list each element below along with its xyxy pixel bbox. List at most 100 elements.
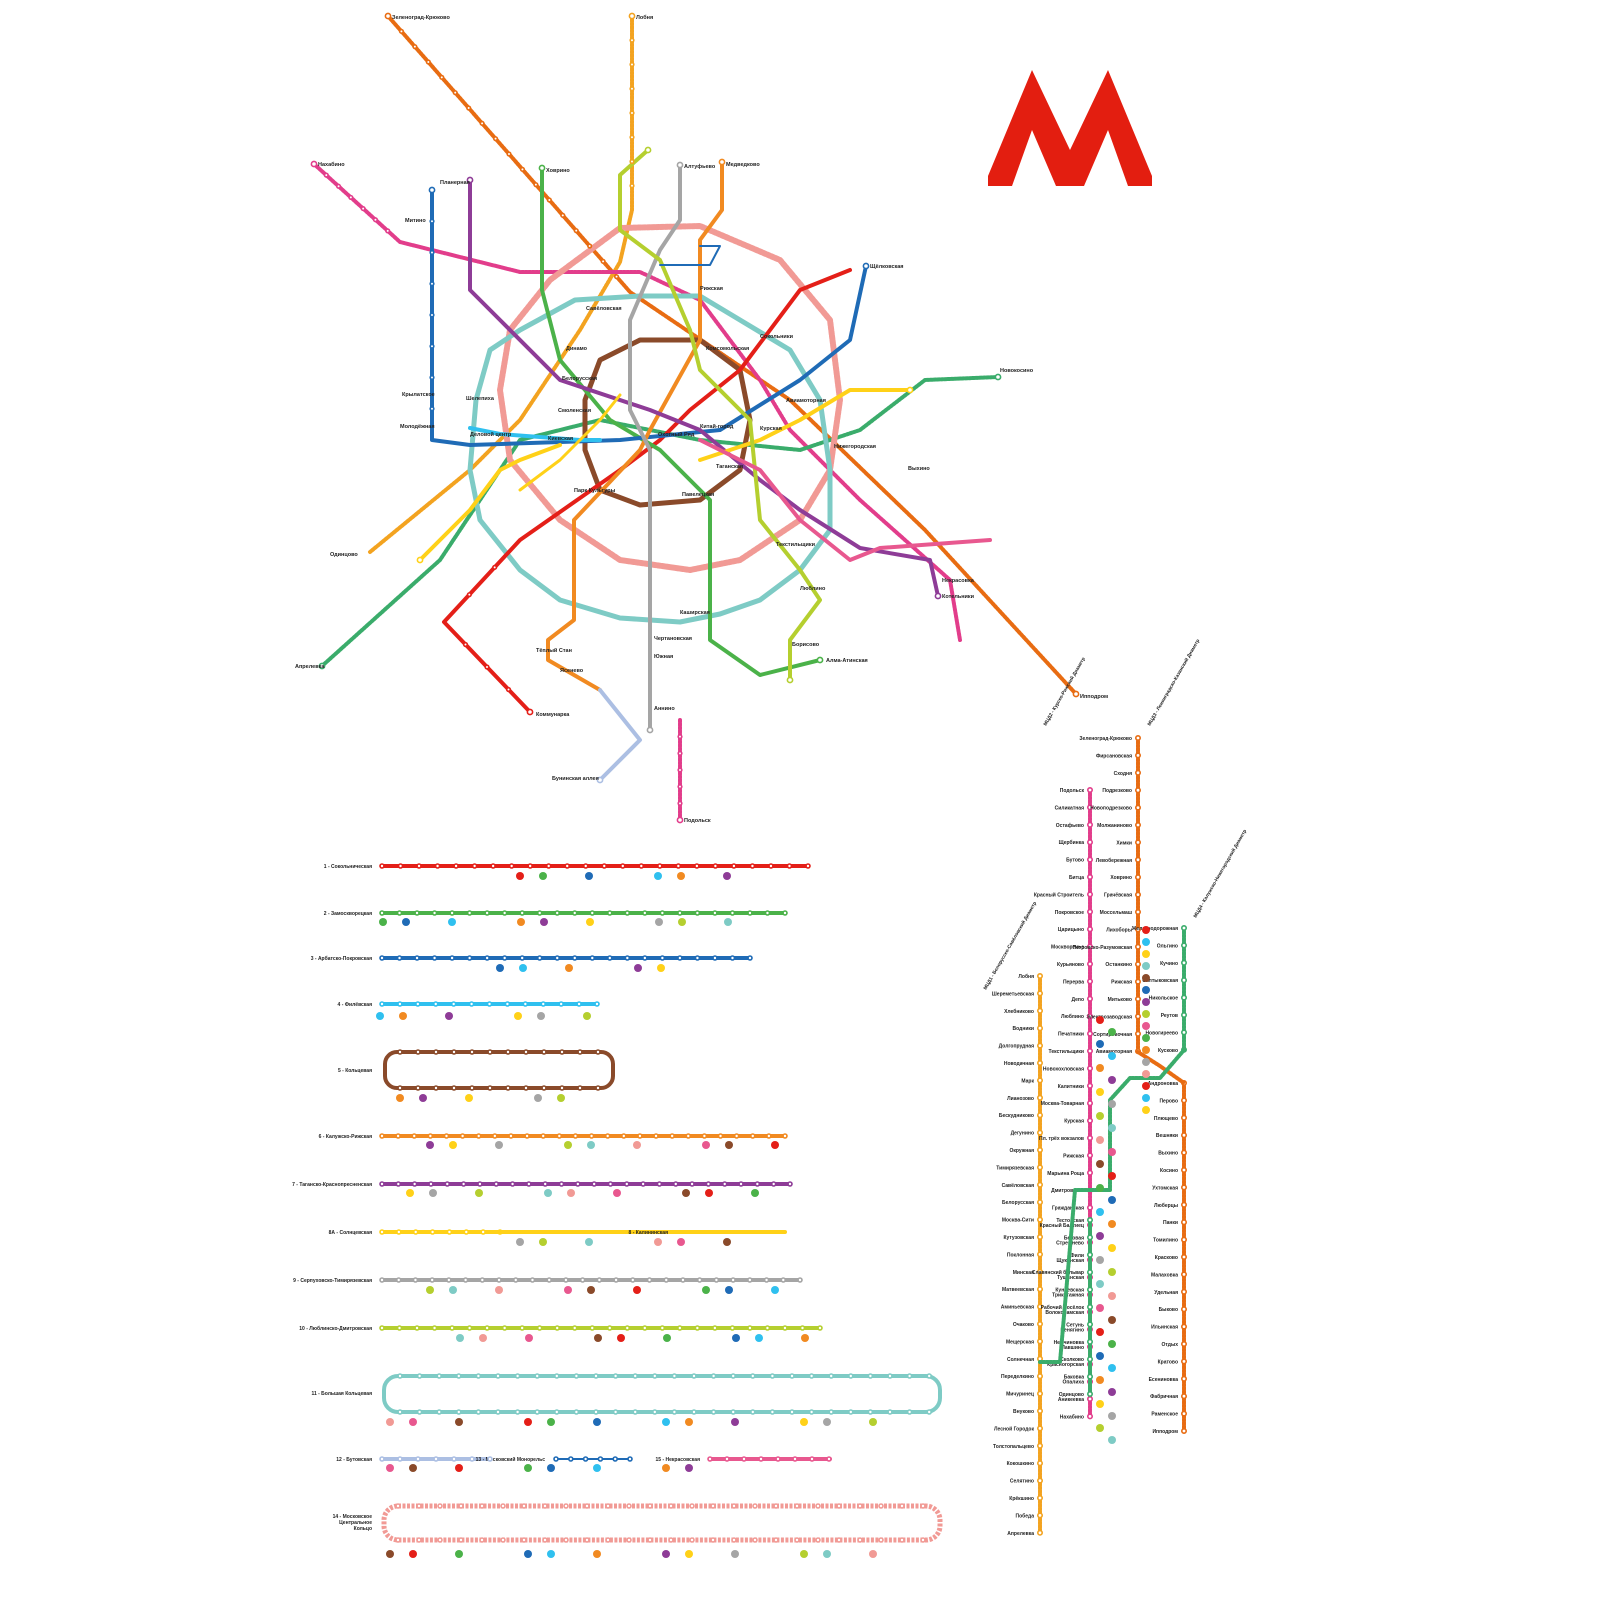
transfer-dot [1142,938,1150,946]
station-dot [1182,1185,1186,1189]
station-dot [750,864,754,868]
station-dot [858,1538,862,1542]
mcd3-station: Электрозаводская [1086,1014,1132,1020]
transfer-dot [445,1012,453,1020]
station-dot [470,1002,474,1006]
mcd1-station: Водники [1013,1026,1034,1032]
station-dot [1182,1237,1186,1241]
station-dot [648,1504,652,1508]
station-dot [454,864,458,868]
map-label-yasenevo: Ясенево [560,668,584,674]
station-dot [863,263,868,268]
station-dot [416,1002,420,1006]
station-dot [858,1504,862,1508]
line-list-label: 10 - Люблинско-Дмитровская [299,1325,372,1332]
mcd3-station: Митьково [1108,997,1132,1003]
station-dot [1182,1116,1186,1120]
transfer-dot [1108,1172,1116,1180]
station-dot [1038,1409,1042,1413]
station-dot [900,1538,904,1542]
mcd1-station: Новодачная [1004,1061,1034,1067]
mcd2-station: Пл. трёх вокзалов [1039,1136,1084,1142]
station-dot [561,214,565,218]
map-label-savyolovskaya: Савёловская [586,306,622,312]
station-dot [590,1134,594,1138]
station-dot [488,1086,492,1090]
station-dot [1182,1168,1186,1172]
station-dot [430,282,434,286]
station-dot [494,1182,498,1186]
station-dot [660,956,664,960]
station-dot [596,1086,600,1090]
mcd3-station: Сходня [1114,771,1132,777]
station-dot [1182,943,1186,947]
station-dot [480,1278,484,1282]
station-dot [748,911,752,915]
station-dot [751,1410,755,1414]
line-list-label: 12 - Бутовская [336,1457,372,1463]
transfer-dot [475,1189,483,1197]
transfer-dot [1142,1010,1150,1018]
station-dot [464,1278,468,1282]
transfer-dot [565,964,573,972]
mcd4-station: Кусково [1158,1048,1178,1054]
station-dot [477,1134,481,1138]
transfer-dot [1096,1400,1104,1408]
station-dot [543,1538,547,1542]
station-dot [770,1374,774,1378]
transfer-dot [677,872,685,880]
map-label-borisovo: Борисово [792,642,820,648]
station-dot [1088,823,1092,827]
station-dot [788,1182,792,1186]
station-dot [431,1230,435,1234]
mcd4b-station: Сетунь [1066,1322,1084,1328]
mcd4-station: Ольгино [1157,943,1178,949]
station-dot [690,1504,694,1508]
transfer-dot [801,1334,809,1342]
transfer-dot [1142,1022,1150,1030]
station-dot [380,911,384,915]
mcd4b-station: Немчиновка [1054,1340,1085,1346]
station-dot [753,1538,757,1542]
station-dot [606,1538,610,1542]
station-dot [868,1374,872,1378]
station-dot [731,1410,735,1414]
station-dot [557,1134,561,1138]
mcd1-station: Апрелевка [1007,1531,1034,1537]
station-dot [535,1410,539,1414]
station-dot [386,229,390,233]
transfer-dot [1108,1436,1116,1444]
transfer-dot [516,1238,524,1246]
station-dot [324,173,328,177]
transfer-dot [771,1141,779,1149]
mcd2-station: Бутово [1066,858,1084,864]
station-dot [430,1278,434,1282]
station-dot [1038,1165,1042,1169]
station-dot [751,1374,755,1378]
station-dot [459,1538,463,1542]
map-label-lyublino: Люблино [800,585,826,592]
station-dot [674,1182,678,1186]
mcd3b-station: Перово [1159,1098,1178,1104]
station-dot [578,1086,582,1090]
station-dot [485,956,489,960]
transfer-dot [495,1141,503,1149]
mcd4b-station: Баковка [1064,1375,1084,1381]
station-dot [1038,1496,1042,1500]
transfer-dot [1096,1304,1104,1312]
transfer-dot [1108,1196,1116,1204]
mcd2-station: Москва-Товарная [1041,1101,1084,1107]
station-dot [385,13,390,18]
mcd1-station: Внуково [1013,1409,1034,1415]
map-label-odintsovo: Одинцово [330,552,358,558]
transfer-dot [495,1286,503,1294]
station-dot [413,45,417,49]
transfer-dot [564,1286,572,1294]
station-dot [795,1504,799,1508]
transfer-dot [617,1334,625,1342]
station-dot [1088,1340,1092,1344]
mcd3-station: Левобережная [1096,857,1132,864]
station-dot [630,135,634,139]
station-dot [1182,1150,1186,1154]
line-11-loop [384,1376,940,1412]
